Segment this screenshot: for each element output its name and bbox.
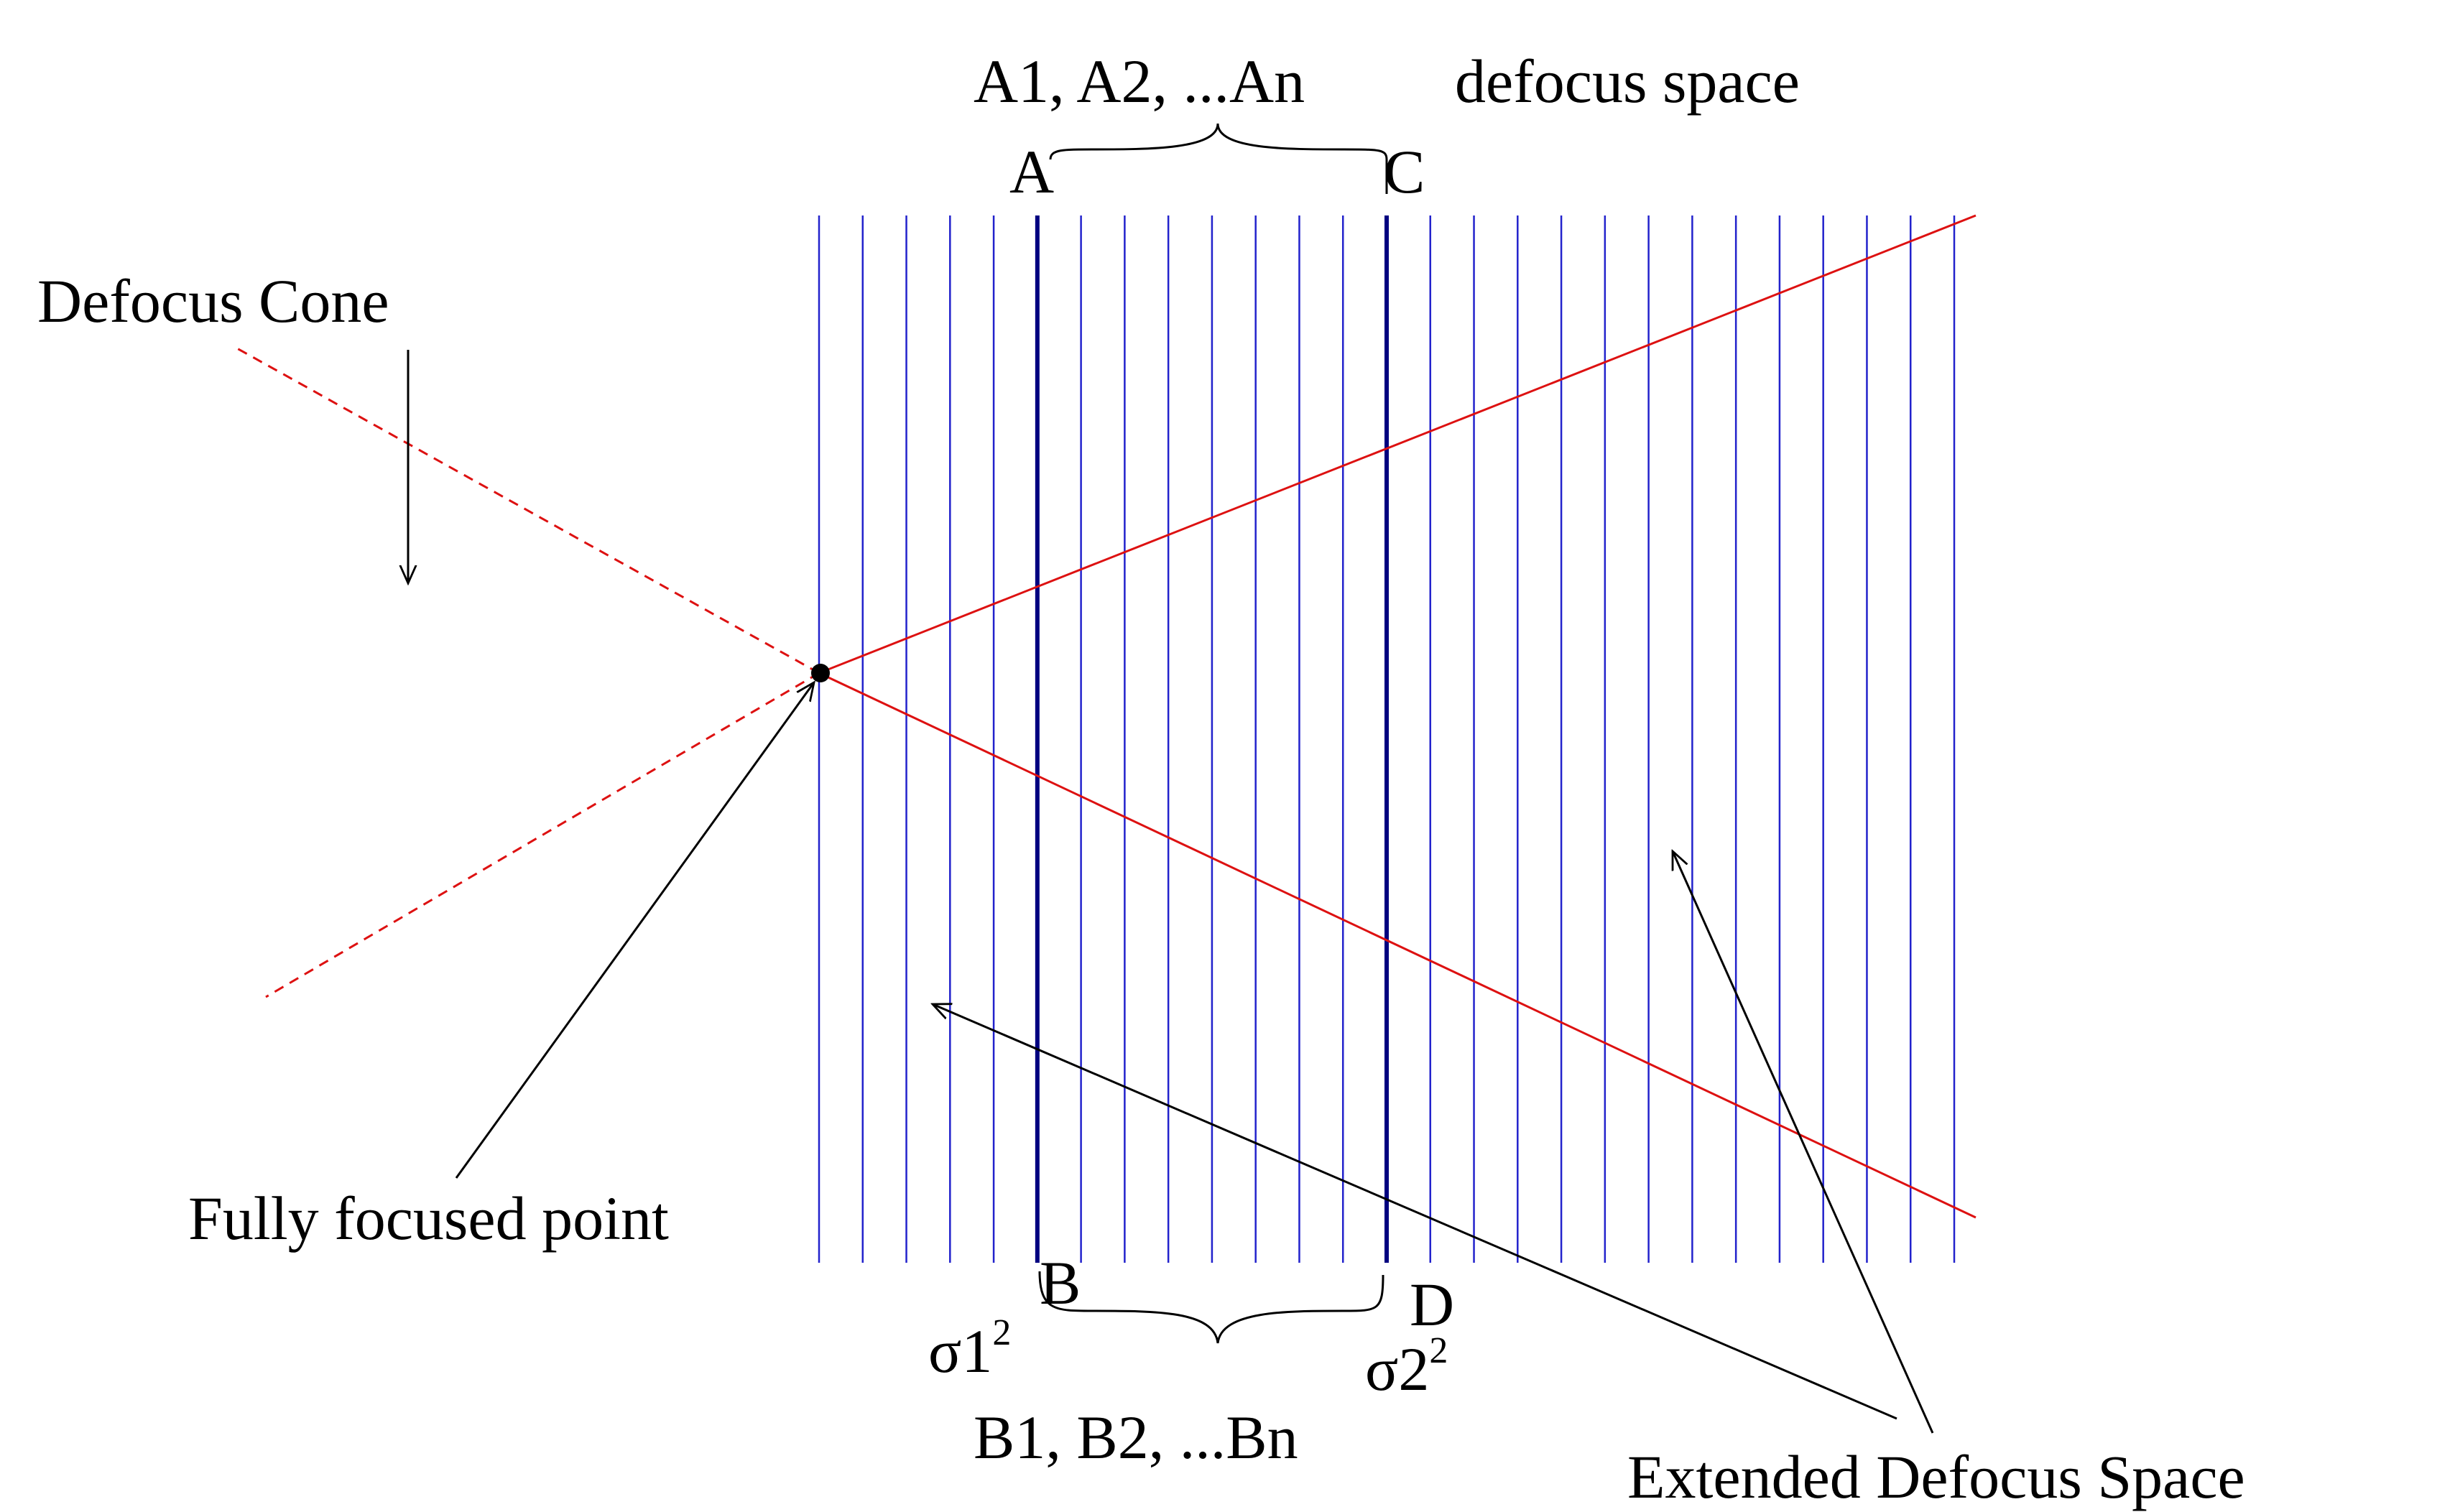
- defocus-cone: [236, 214, 1977, 1219]
- sigma1-base: σ1: [928, 1317, 992, 1386]
- top-space-label: defocus space: [1455, 47, 1800, 116]
- sigma1-exponent: 2: [992, 1312, 1011, 1353]
- extended-defocus-space-label: Extended Defocus Space: [1627, 1442, 2245, 1511]
- fully-focused-point-label: Fully focused point: [188, 1184, 669, 1253]
- point-a-label: A: [1009, 137, 1054, 206]
- sigma2-exponent: 2: [1429, 1330, 1448, 1371]
- sigma1-squared-label: σ12: [928, 1312, 1011, 1386]
- sigma2-squared-label: σ22: [1365, 1330, 1448, 1404]
- defocus-lines: [818, 215, 1956, 1263]
- extended-space-arrow-right: [1673, 851, 1934, 1434]
- cone-upper-dashed-extension: [236, 347, 820, 674]
- top-brace: [1049, 123, 1388, 160]
- focused-point-dot: [811, 664, 830, 682]
- point-d-label: D: [1410, 1270, 1454, 1339]
- point-b-label: B: [1040, 1248, 1081, 1317]
- point-c-label: C: [1384, 137, 1425, 206]
- sigma2-base: σ2: [1365, 1335, 1429, 1404]
- top-set-label: A1, A2, ...An: [974, 47, 1305, 116]
- cone-lower-dashed-extension: [265, 672, 820, 998]
- cone-upper-ray: [818, 214, 1977, 674]
- cone-lower-ray: [818, 672, 1977, 1219]
- defocus-cone-label: Defocus Cone: [37, 266, 389, 335]
- focused-point-arrow: [455, 682, 814, 1179]
- bottom-set-label: B1, B2, ...Bn: [974, 1403, 1298, 1472]
- extended-space-arrow-left: [933, 1004, 1897, 1420]
- bottom-brace: [1038, 1271, 1384, 1344]
